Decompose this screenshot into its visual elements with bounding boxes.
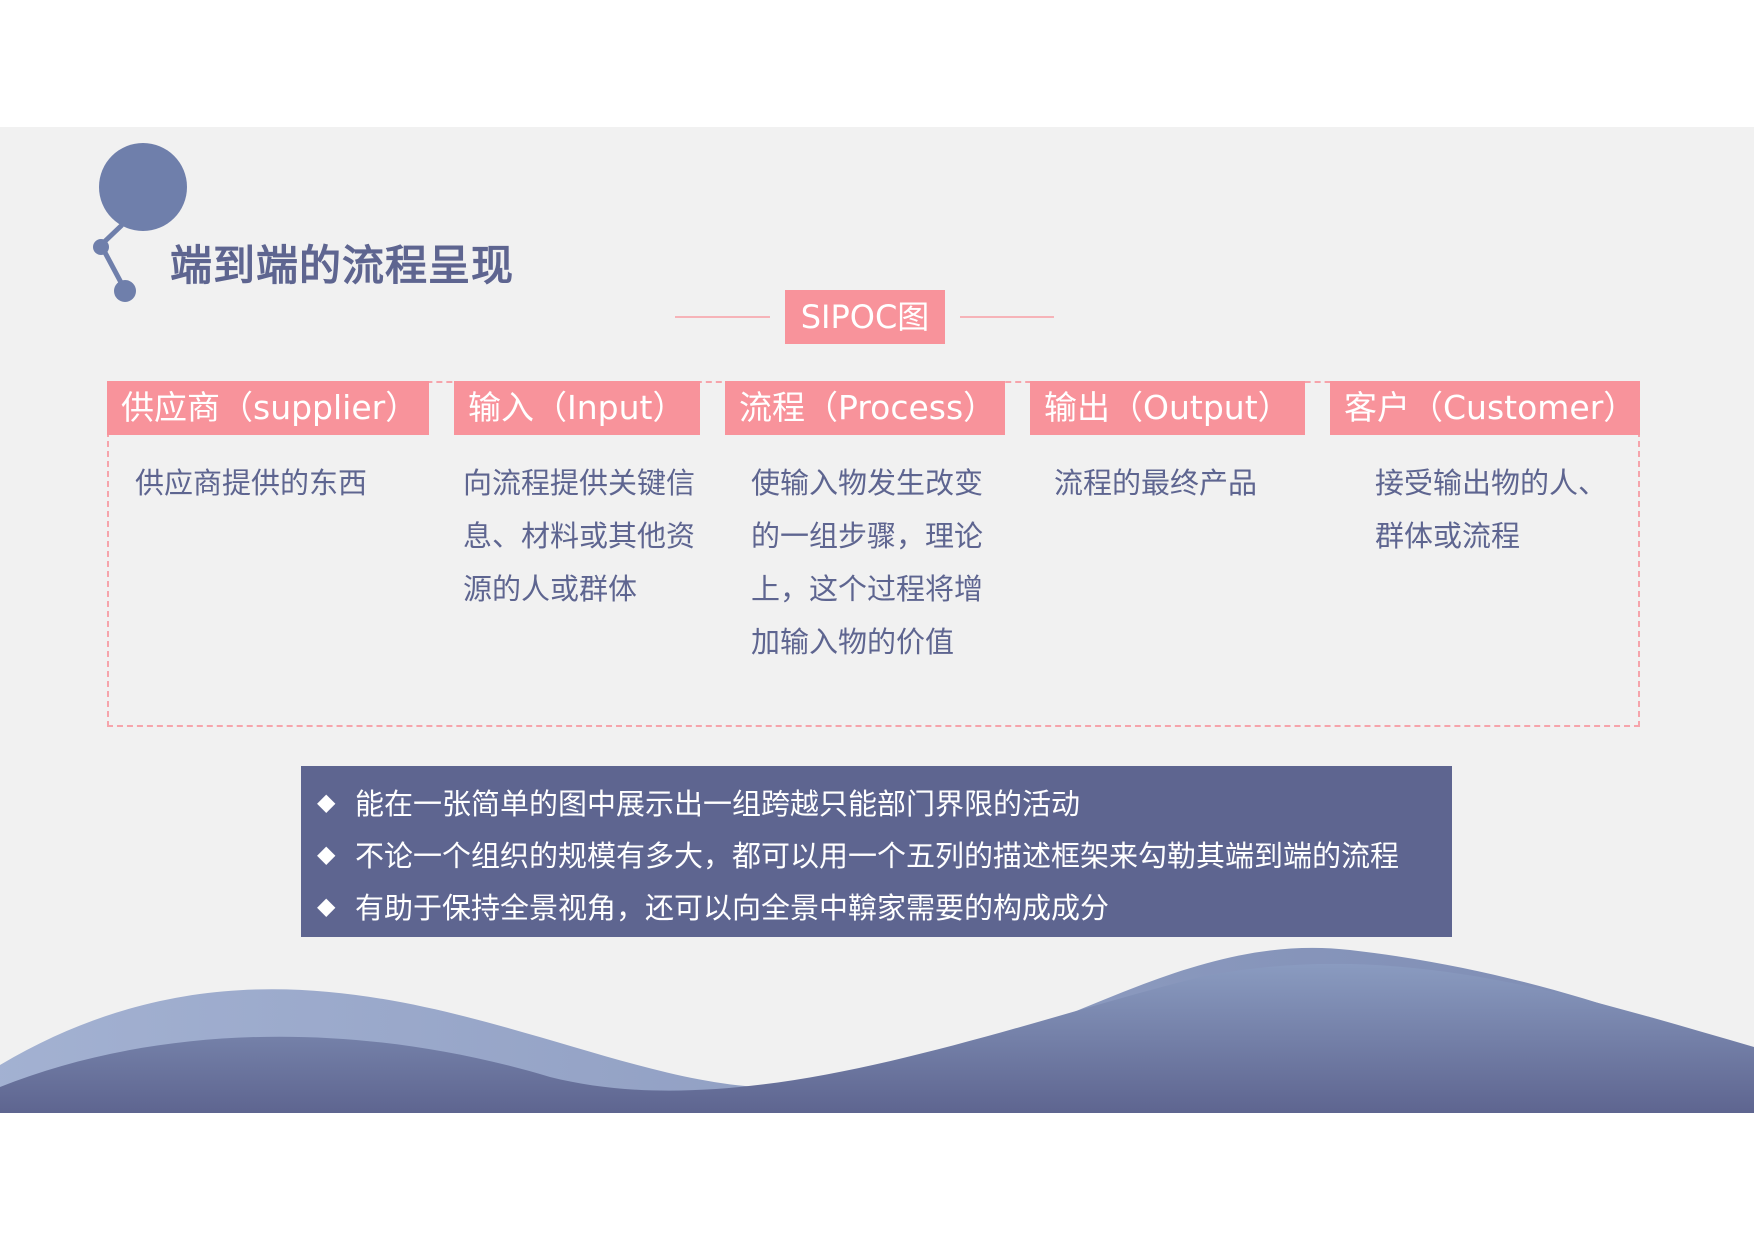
column-desc-supplier: 供应商提供的东西 [135, 466, 368, 500]
column-header-input: 输入（Input） [454, 381, 700, 435]
column-header-supplier: 供应商（supplier） [107, 381, 429, 435]
front-wave [0, 963, 1754, 1113]
bullet-item: ◆ 能在一张简单的图中展示出一组跨越只能部门界限的活动 [317, 776, 1452, 828]
column-desc-process: 使输入物发生改变的一组步骤，理论上，这个过程将增加输入物的价值 [751, 466, 984, 659]
column-desc-input: 向流程提供关键信息、材料或其他资源的人或群体 [463, 466, 696, 606]
logo-bubbles-icon [93, 143, 187, 302]
diamond-bullet-icon: ◆ [317, 892, 336, 920]
column-header-process: 流程（Process） [725, 381, 1005, 435]
bullet-text: 能在一张简单的图中展示出一组跨越只能部门界限的活动 [355, 787, 1081, 821]
column-header-customer: 客户（Customer） [1330, 381, 1640, 435]
diamond-bullet-icon: ◆ [317, 840, 336, 868]
bullet-text: 有助于保持全景视角，还可以向全景中鞥家需要的构成成分 [355, 891, 1110, 925]
sipoc-label: SIPOC图 [785, 290, 945, 344]
column-desc-customer: 接受输出物的人、群体或流程 [1375, 466, 1608, 553]
bullet-item: ◆ 不论一个组织的规模有多大，都可以用一个五列的描述框架来勾勒其端到端的流程 [317, 828, 1452, 880]
column-desc-output: 流程的最终产品 [1054, 466, 1258, 500]
slide: 端到端的流程呈现 SIPOC图 供应商（supplier） 输入（Input） … [0, 127, 1754, 1113]
bullet-item: ◆ 有助于保持全景视角，还可以向全景中鞥家需要的构成成分 [317, 880, 1452, 932]
page-title: 端到端的流程呈现 [170, 241, 515, 290]
decoration-layer [0, 143, 1754, 1113]
summary-box: ◆ 能在一张简单的图中展示出一组跨越只能部门界限的活动 ◆ 不论一个组织的规模有… [301, 766, 1452, 937]
diamond-bullet-icon: ◆ [317, 788, 336, 816]
bullet-text: 不论一个组织的规模有多大，都可以用一个五列的描述框架来勾勒其端到端的流程 [355, 839, 1400, 873]
column-header-output: 输出（Output） [1030, 381, 1305, 435]
